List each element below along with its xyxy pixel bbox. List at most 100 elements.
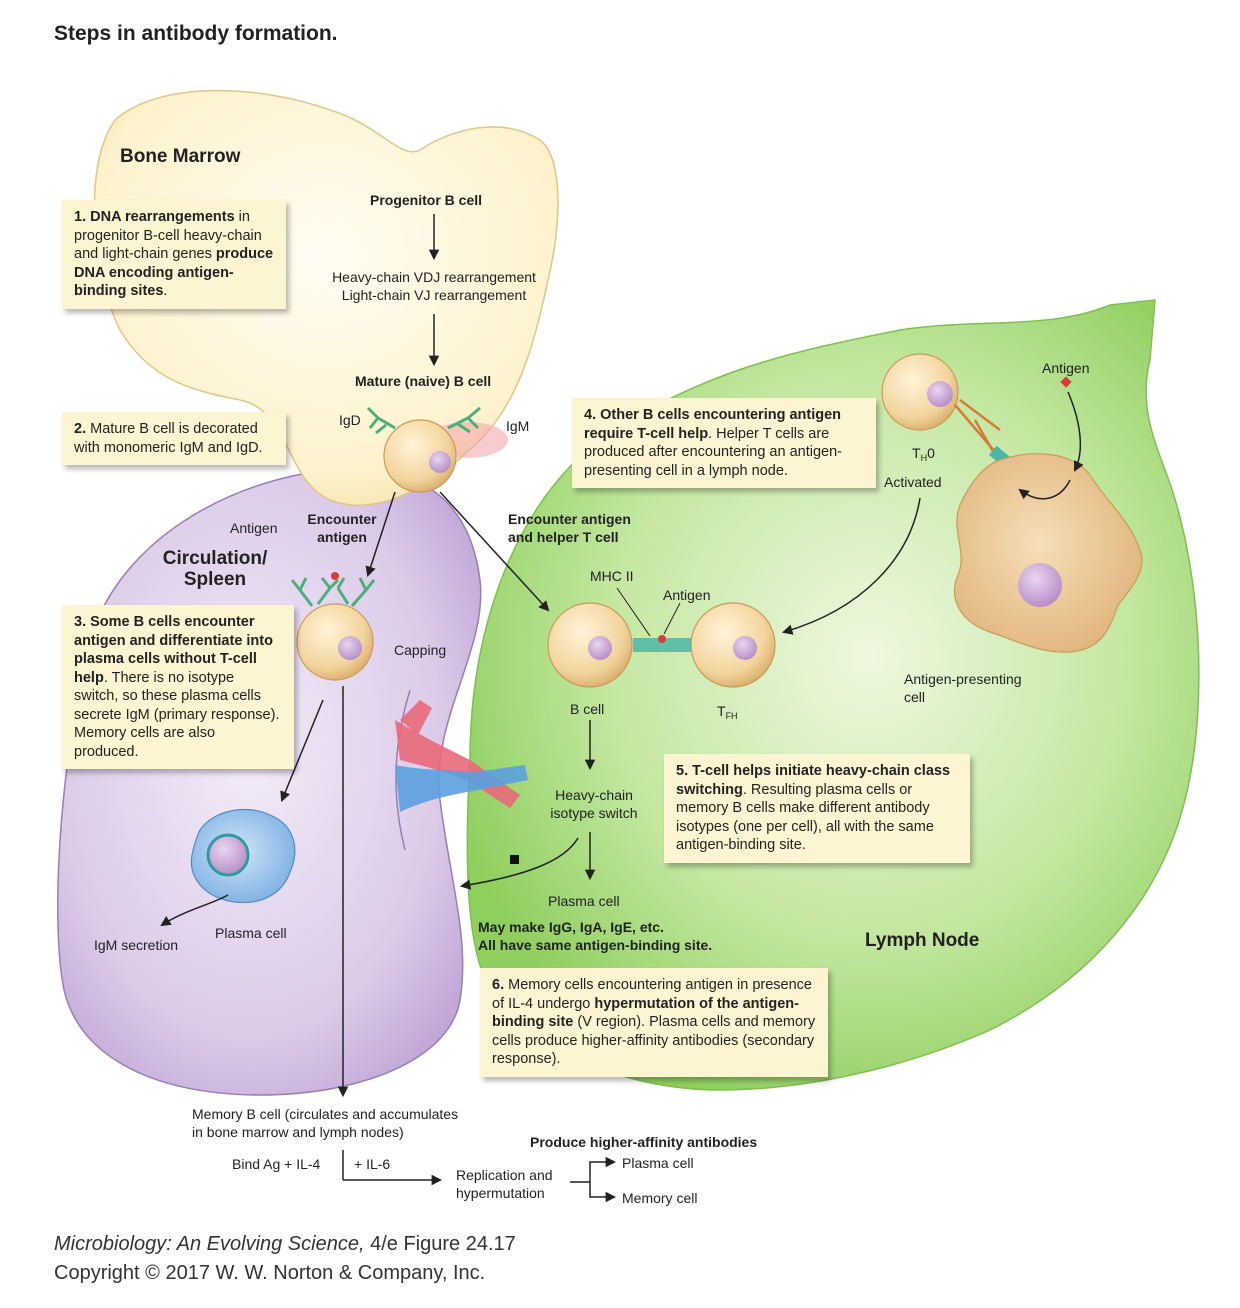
th0-label-sub: H xyxy=(920,453,928,463)
encounter-helper-line2: and helper T cell xyxy=(508,529,619,545)
figure-credit: Microbiology: An Evolving Science, 4/e F… xyxy=(54,1230,516,1288)
blood-vessel-red-branch xyxy=(400,700,432,735)
step-2-number: 2. xyxy=(74,421,87,437)
plasma-cell-bottom-label: Plasma cell xyxy=(622,1155,694,1171)
capping-b-cell xyxy=(296,603,374,681)
mhc-ii-label: MHC II xyxy=(590,568,634,584)
tfh-cell xyxy=(690,602,776,688)
b-cell-label: B cell xyxy=(570,701,605,717)
step-3-text1: . There is no isotype switch, so these p… xyxy=(74,669,280,760)
may-make-line2: All have same antigen-binding site. xyxy=(478,937,713,953)
memory-cell-bottom-label: Memory cell xyxy=(622,1190,698,1206)
arrow-igm-secretion xyxy=(160,894,229,927)
encounter-antigen-label: Encounter antigen xyxy=(300,510,384,546)
bone-marrow-region xyxy=(93,89,559,506)
step-1-bold2: produce DNA encoding antigen-binding sit… xyxy=(74,246,274,299)
credit-line1: Microbiology: An Evolving Science, 4/e F… xyxy=(54,1230,516,1259)
antigen-left-label: Antigen xyxy=(230,520,278,536)
capped-antibodies xyxy=(290,577,376,607)
arrow-capping-to-plasma xyxy=(280,699,324,802)
capping-label: Capping xyxy=(394,642,447,658)
th0-label-main: T xyxy=(912,445,921,461)
plasma-cell-left-label: Plasma cell xyxy=(215,925,287,941)
mhc-label-leader xyxy=(616,587,651,637)
step-3-bold1: Some B cells encounter antigen and diffe… xyxy=(74,614,273,686)
plasma-cell-left-nucleus xyxy=(206,833,250,877)
step-4-callout: 4. Other B cells encountering antigen re… xyxy=(572,398,876,488)
replication-line1: Replication and xyxy=(456,1167,553,1183)
tfh-label-sub: FH xyxy=(725,711,738,721)
antigen-mid-leader xyxy=(663,602,681,635)
plasma-cell-mid-label: Plasma cell xyxy=(548,893,620,909)
step-3-callout: 3. Some B cells encounter antigen and di… xyxy=(62,605,294,769)
rearrangement-line2: Light-chain VJ rearrangement xyxy=(341,287,527,303)
th0-cell xyxy=(881,353,959,431)
tfh-label: TFH xyxy=(717,702,738,725)
step-1-callout: 1. DNA rearrangements in progenitor B-ce… xyxy=(62,200,286,309)
memory-line1: Memory B cell (circulates and accumulate… xyxy=(192,1106,459,1122)
th0-label: TH0 xyxy=(912,444,935,467)
encounter-helper-line1: Encounter antigen xyxy=(508,511,631,527)
bound-antigen-left xyxy=(331,572,339,580)
apc-label: Antigen-presenting cell xyxy=(904,670,1022,706)
tfh-label-main: T xyxy=(717,703,726,719)
activated-label: Activated xyxy=(884,474,942,490)
encounter-line2: antigen xyxy=(317,529,367,545)
step-5-bold1: T-cell helps initiate heavy-chain class … xyxy=(676,763,951,798)
memory-line2: in bone marrow and lymph nodes) xyxy=(192,1124,404,1140)
step-6-bold1: hypermutation of the antigen-binding sit… xyxy=(492,995,799,1031)
igd-antibody xyxy=(366,406,396,435)
arrow-mature-to-helper xyxy=(439,491,550,612)
produce-higher-label: Produce higher-affinity antibodies xyxy=(530,1134,758,1150)
step-3-number: 3. xyxy=(74,614,87,630)
page-title: Steps in antibody formation. xyxy=(54,22,338,45)
circulation-label: Circulation/ Spleen xyxy=(150,548,280,590)
progenitor-b-cell-label: Progenitor B cell xyxy=(370,192,483,208)
arrow-activated-to-tfh xyxy=(781,497,921,635)
blood-vessel-blue xyxy=(395,765,528,812)
step-6-number: 6. xyxy=(492,977,505,993)
arrow-antigen-to-apc xyxy=(1067,391,1084,472)
antigen-right-marker xyxy=(1060,376,1072,388)
step-1-number: 1. xyxy=(74,209,87,225)
may-make-label: May make IgG, IgA, IgE, etc. All have sa… xyxy=(478,918,712,954)
mature-b-cell xyxy=(383,419,457,493)
lymph-b-cell xyxy=(547,602,633,688)
apc-nucleus xyxy=(1018,563,1062,607)
igm-antibody xyxy=(447,406,481,434)
step-6-callout: 6. Memory cells encountering antigen in … xyxy=(480,968,828,1077)
circulation-label-line1: Circulation/ xyxy=(162,548,268,569)
step-5-text1: . Resulting plasma cells or memory B cel… xyxy=(676,781,934,854)
rearrangement-label: Heavy-chain VDJ rearrangement Light-chai… xyxy=(312,268,556,304)
bind-ag-label: Bind Ag + IL-4 xyxy=(232,1156,321,1172)
igd-label: IgD xyxy=(339,412,361,428)
step-4-bold1: Other B cells encountering antigen requi… xyxy=(584,407,842,442)
step-6-text2: (V region). Plasma cells and memory cell… xyxy=(492,1014,816,1067)
circulation-label-line2: Spleen xyxy=(183,569,247,590)
step-2-text1: Mature B cell is decorated with monomeri… xyxy=(74,421,263,456)
step-5-number: 5. xyxy=(676,763,689,779)
lymph-node-label: Lymph Node xyxy=(865,930,980,951)
heavy-switch-line1: Heavy-chain xyxy=(555,787,633,803)
step-4-number: 4. xyxy=(584,407,597,423)
rearrangement-line1: Heavy-chain VDJ rearrangement xyxy=(332,269,536,285)
step-1-text1: in progenitor B-cell heavy-chain and lig… xyxy=(74,209,262,262)
replication-label: Replication and hypermutation xyxy=(456,1166,553,1202)
antigen-mid-label: Antigen xyxy=(663,587,711,603)
th0-label-end: 0 xyxy=(927,445,935,461)
step-6-text1: Memory cells encountering antigen in pre… xyxy=(492,977,812,1012)
mhc-complex xyxy=(633,638,691,652)
arrow-switch-to-circulation xyxy=(459,837,579,890)
antigen-right-label: Antigen xyxy=(1042,360,1090,376)
mature-b-cell-label: Mature (naive) B cell xyxy=(355,373,492,389)
memory-b-cell-label: Memory B cell (circulates and accumulate… xyxy=(192,1105,458,1141)
may-make-line1: May make IgG, IgA, IgE, etc. xyxy=(478,919,664,935)
encounter-line1: Encounter xyxy=(307,511,377,527)
credit-copyright: Copyright © 2017 W. W. Norton & Company,… xyxy=(54,1262,486,1284)
step-4-text1: . Helper T cells are produced after enco… xyxy=(584,425,842,479)
apc-label-line1: Antigen-presenting xyxy=(904,671,1022,687)
arrow-mature-to-encounter xyxy=(365,491,396,577)
switch-marker xyxy=(510,855,519,864)
arrow-apc-processing xyxy=(1018,479,1071,500)
step-5-callout: 5. T-cell helps initiate heavy-chain cla… xyxy=(664,754,970,863)
